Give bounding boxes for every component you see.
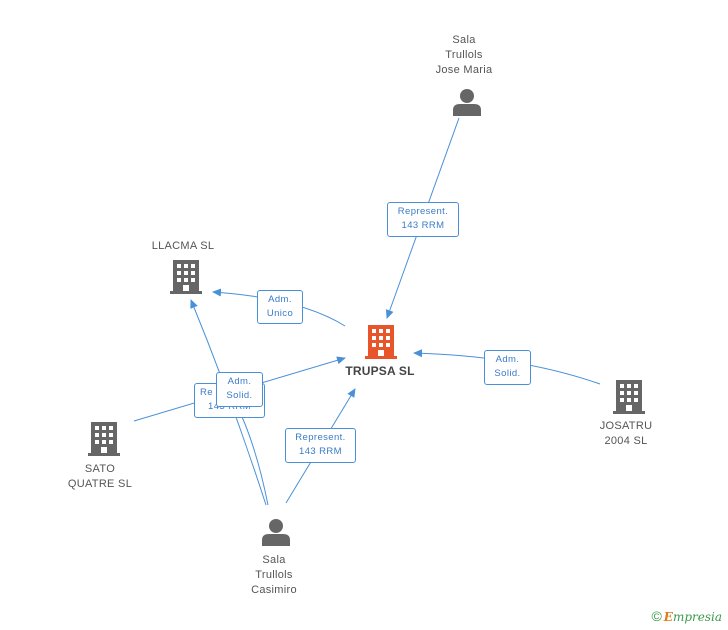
node-label-casimiro[interactable]: Sala Trullols Casimiro xyxy=(251,554,297,596)
empresia-logo[interactable]: ©Empresia xyxy=(651,608,722,624)
brand-initial: E xyxy=(663,610,673,624)
edge-label-line: Solid. xyxy=(494,368,521,379)
edge-label-josatru-trupsa[interactable]: Adm. Solid. xyxy=(484,350,531,385)
edge-label-line: Adm. xyxy=(268,294,292,305)
node-label-josatru[interactable]: JOSATRU 2004 SL xyxy=(599,420,653,447)
node-label-sato[interactable]: SATO QUATRE SL xyxy=(67,463,133,490)
node-label-jose-maria[interactable]: Sala Trullols Jose Maria xyxy=(435,34,493,76)
brand-name: mpresia xyxy=(672,610,722,624)
person-icon[interactable] xyxy=(453,88,481,116)
building-icon[interactable] xyxy=(170,260,202,294)
edge-label-line: 143 RRM xyxy=(299,446,342,457)
edge-label-sato-trupsa[interactable]: Adm. Solid. xyxy=(216,372,263,407)
edge-label-line: Re xyxy=(200,387,213,398)
edge-label-line: Solid. xyxy=(226,390,253,401)
building-icon[interactable] xyxy=(365,325,397,359)
building-icon[interactable] xyxy=(613,380,645,414)
edge-label-trupsa-llacma[interactable]: Adm. Unico xyxy=(257,290,303,324)
building-icon[interactable] xyxy=(88,422,120,456)
edge-label-line: Represent. xyxy=(295,432,346,443)
edge-label-casimiro-trupsa[interactable]: Represent. 143 RRM xyxy=(285,428,356,463)
node-label-llacma[interactable]: LLACMA SL xyxy=(151,240,215,252)
edge-label-jose-maria-trupsa[interactable]: Represent. 143 RRM xyxy=(387,202,459,237)
person-icon[interactable] xyxy=(262,518,290,546)
copyright-symbol: © xyxy=(651,608,662,624)
edge-label-line: Adm. xyxy=(495,354,520,365)
node-label-trupsa[interactable]: TRUPSA SL xyxy=(345,364,415,378)
edge-label-line: Represent. xyxy=(397,206,449,217)
edge-label-line: Adm. xyxy=(227,376,252,387)
edge-label-line: 143 RRM xyxy=(401,220,445,231)
edge-label-line: Unico xyxy=(266,308,294,319)
